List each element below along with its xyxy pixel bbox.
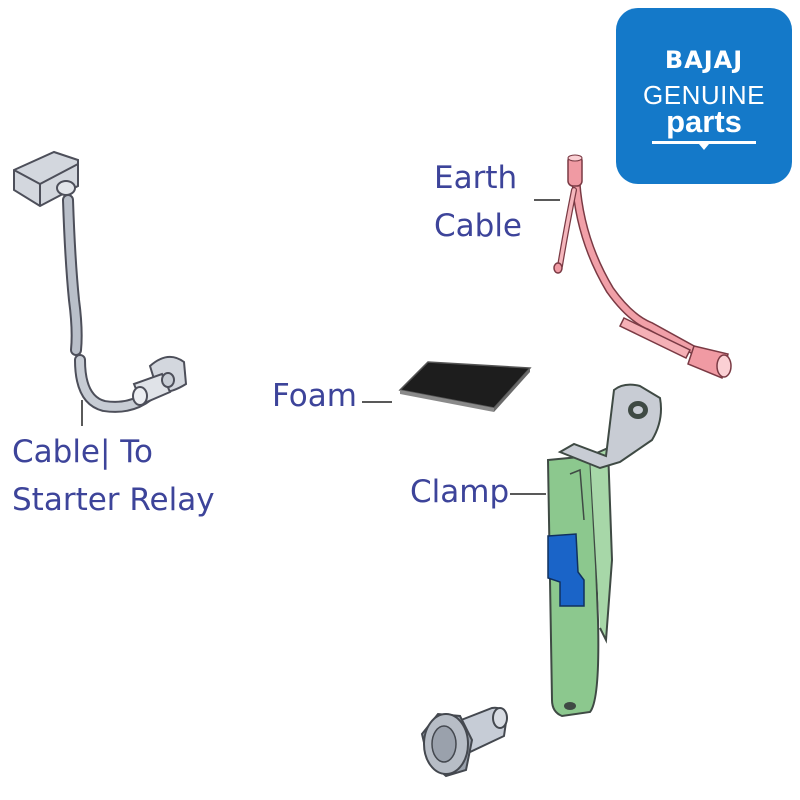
earth-cable — [553, 154, 732, 380]
clamp — [546, 383, 662, 718]
logo-tick-mark — [699, 144, 709, 150]
earth-cable-label-line2: Cable — [434, 208, 523, 244]
logo-underline — [652, 141, 756, 144]
logo-brand-text: BAJAJ — [664, 46, 744, 74]
foam-label: Foam — [272, 378, 357, 414]
cable-to-starter-relay-label-line2: Starter Relay — [12, 482, 215, 518]
cable-to-starter-relay-label-line1: Cable| To — [12, 434, 153, 470]
clamp-label: Clamp — [410, 474, 510, 510]
foam-pad — [398, 361, 532, 412]
earth-cable-label-line1: Earth — [434, 160, 518, 196]
flange-bolt — [420, 706, 508, 778]
bajaj-genuine-parts-logo: BAJAJ GENUINE parts — [616, 8, 792, 184]
logo-genuine-text: GENUINE — [643, 80, 765, 110]
starter-relay-cable — [13, 150, 188, 413]
logo-parts-text: parts — [666, 104, 742, 139]
